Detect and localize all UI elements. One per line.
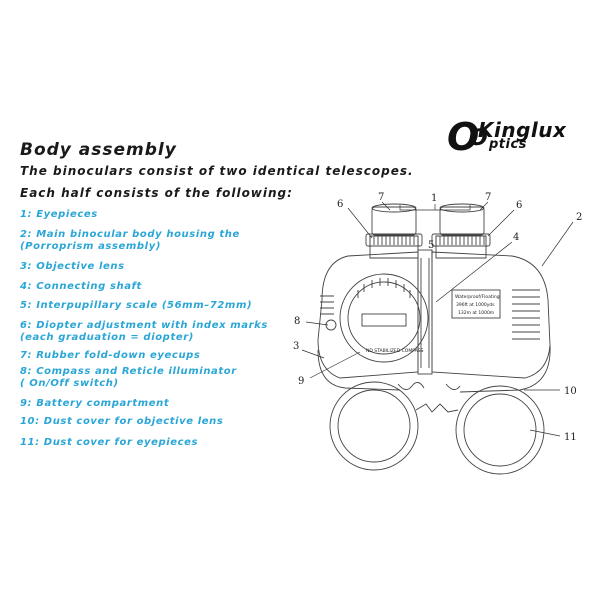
subtitle-line-1: The binoculars consist of two identical … (20, 164, 414, 178)
body-right-shape (431, 251, 551, 379)
diopter-ring-left (365, 233, 423, 247)
callout-1: 1 (431, 193, 437, 204)
grip-ribs-right (512, 289, 540, 340)
callout-9: 9 (298, 376, 304, 387)
objective-cap-left-inner (337, 389, 411, 463)
knurl-right (435, 236, 485, 245)
strap-loops (397, 382, 461, 390)
compass-ring-text: ND STABILIZED COMPASS (366, 348, 424, 354)
compass-outer-ring (339, 273, 429, 363)
logo-word-bottom: ptics (489, 137, 527, 152)
leader-9 (309, 351, 361, 379)
leader-8 (305, 321, 329, 326)
callout-7-left: 7 (378, 192, 384, 203)
callout-7-right: 7 (485, 192, 491, 203)
waterproof-badge (451, 289, 501, 319)
diopter-ring-right (431, 233, 491, 247)
cap-strap (415, 403, 459, 413)
objective-cap-right (455, 385, 545, 475)
center-bridge (417, 249, 433, 375)
objective-cap-left (329, 381, 419, 471)
page-title: Body assembly (20, 140, 177, 160)
callout-4: 4 (513, 232, 519, 243)
objective-barrel-left (317, 349, 401, 391)
callout-6-right: 6 (516, 200, 522, 211)
objective-barrel-right (459, 344, 551, 393)
leader-7-left (381, 201, 391, 211)
eyepiece-base-right (435, 235, 487, 259)
logo-initial-top: O (447, 115, 480, 159)
leader-7-right (479, 201, 489, 211)
eyecup-top-right (439, 203, 485, 213)
badge-line-1: Waterproof/Floating (455, 294, 500, 300)
callout-8: 8 (294, 316, 300, 327)
compass-window (361, 313, 407, 327)
leader-11 (529, 429, 561, 437)
eyecup-left (371, 206, 417, 236)
callout-2: 2 (576, 212, 582, 223)
logo-initial-bottom: O (469, 126, 488, 151)
brand-logo: O O Kinglux ptics (447, 118, 587, 158)
badge-line-2: 396ft at 1000yds (456, 302, 495, 308)
eyecup-right (439, 206, 485, 236)
leader-2 (541, 221, 574, 267)
objective-cap-right-inner (463, 393, 537, 467)
leader-4 (435, 241, 513, 303)
grip-ribs-left (320, 295, 334, 315)
leader-6-left (347, 207, 373, 239)
badge-line-3: 132m at 1000m (458, 310, 494, 316)
subtitle-line-2: Each half consists of the following: (20, 186, 293, 200)
knurl-left (369, 236, 419, 245)
callout-10: 10 (564, 386, 577, 397)
compass-ticks (357, 278, 411, 298)
callout-11: 11 (564, 432, 577, 443)
compass-inner-ring (347, 281, 421, 355)
callout-leaders (301, 201, 574, 437)
eyecup-top-left (371, 203, 417, 213)
callout-5: 5 (428, 240, 434, 251)
leader-3 (301, 349, 325, 359)
binocular-drawing (317, 203, 551, 475)
leader-6-right (487, 209, 515, 237)
callout-3: 3 (293, 341, 299, 352)
logo-word-top: Kinglux (478, 118, 567, 142)
callout-6-left: 6 (337, 199, 343, 210)
